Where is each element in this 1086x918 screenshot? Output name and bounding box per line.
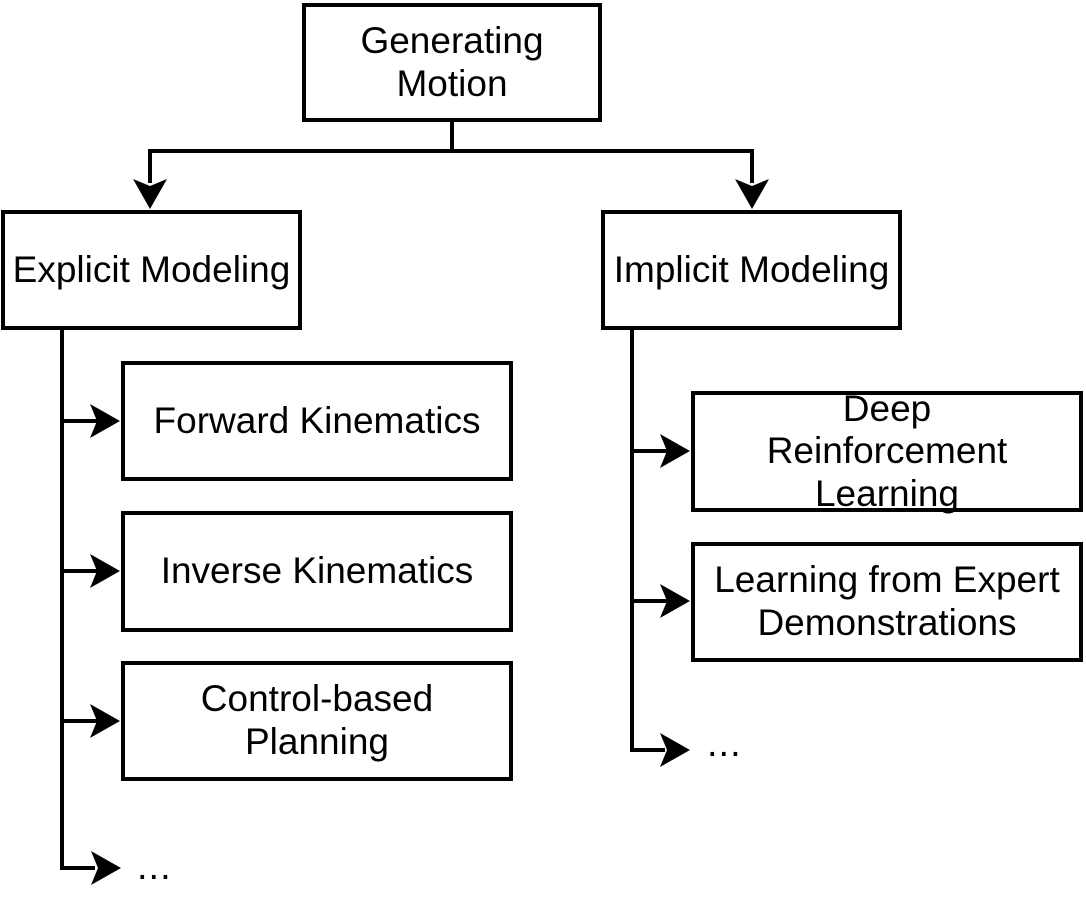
node-generating-motion-label: Generating Motion [360, 19, 544, 104]
arrowhead-to-explicit-more [91, 851, 121, 885]
connector-explicit-spine [60, 326, 95, 870]
connector-crossbar [148, 149, 754, 183]
arrowhead-to-learning-from-expert [660, 584, 690, 618]
arrowhead-to-control-based-planning [90, 704, 120, 738]
arrowhead-to-inverse-kinematics [90, 554, 120, 588]
connector-implicit-spine [630, 326, 665, 752]
node-learning-from-expert-demonstrations: Learning from Expert Demonstrations [691, 542, 1083, 662]
node-control-based-planning: Control-based Planning [121, 661, 513, 781]
node-inverse-kinematics: Inverse Kinematics [121, 511, 513, 632]
node-generating-motion: Generating Motion [302, 3, 602, 122]
ellipsis-implicit-more: ... [707, 723, 742, 765]
arrowhead-to-explicit [133, 179, 167, 209]
node-inverse-kinematics-label: Inverse Kinematics [160, 550, 474, 592]
arrowhead-to-implicit-more [660, 733, 690, 767]
ellipsis-explicit-more: ... [137, 846, 172, 888]
arrowhead-to-implicit [735, 179, 769, 209]
node-deep-reinforcement-learning: Deep Reinforcement Learning [691, 388, 1083, 514]
arrowhead-to-forward-kinematics [90, 404, 120, 438]
node-forward-kinematics: Forward Kinematics [121, 361, 513, 481]
node-explicit-modeling-label: Explicit Modeling [12, 248, 291, 290]
node-implicit-modeling-label: Implicit Modeling [613, 248, 890, 290]
node-deep-reinforcement-learning-label: Deep Reinforcement Learning [766, 387, 1008, 514]
node-control-based-planning-label: Control-based Planning [200, 678, 434, 762]
node-learning-from-expert-demonstrations-label: Learning from Expert Demonstrations [714, 559, 1060, 643]
node-forward-kinematics-label: Forward Kinematics [153, 399, 481, 441]
arrowhead-to-deep-rl [660, 434, 690, 468]
node-explicit-modeling: Explicit Modeling [1, 210, 302, 330]
node-implicit-modeling: Implicit Modeling [601, 210, 902, 330]
